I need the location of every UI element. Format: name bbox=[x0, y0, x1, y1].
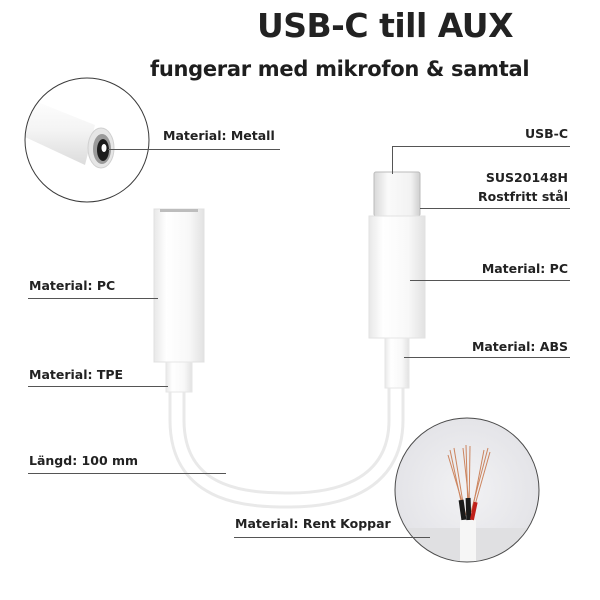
label-usbc-steel-desc: Rostfritt stål bbox=[478, 189, 568, 204]
leader-line-usbc-body bbox=[410, 280, 570, 281]
page-subtitle: fungerar med mikrofon & samtal bbox=[150, 57, 530, 81]
label-usbc-steel-code: SUS20148H bbox=[485, 170, 568, 185]
label-copper: Material: Rent Koppar bbox=[235, 516, 391, 531]
leader-line-length bbox=[28, 473, 226, 474]
label-usb-c: USB-C bbox=[524, 126, 568, 141]
leader-line-jack-metal bbox=[108, 149, 280, 150]
label-usbc-strain-relief: Material: ABS bbox=[471, 339, 568, 354]
label-length: Längd: 100 mm bbox=[29, 453, 139, 468]
leader-line-jack-strain-relief bbox=[28, 386, 168, 387]
audio-jack-body bbox=[153, 208, 205, 393]
label-jack-body: Material: PC bbox=[29, 278, 116, 293]
cable bbox=[168, 376, 405, 509]
copper-wire-detail-circle bbox=[394, 417, 540, 563]
leader-line-jack-body bbox=[28, 298, 158, 299]
leader-line-copper bbox=[234, 537, 430, 538]
label-jack-metal: Material: Metall bbox=[163, 128, 275, 143]
label-usbc-body: Material: PC bbox=[481, 261, 568, 276]
leader-line-usbc-steel bbox=[420, 208, 570, 209]
leader-line-usb-c-vertical bbox=[392, 146, 393, 174]
leader-line-usbc-strain-relief bbox=[404, 357, 570, 358]
jack-detail-circle bbox=[24, 77, 150, 203]
page-title: USB-C till AUX bbox=[256, 6, 514, 45]
leader-line-usb-c bbox=[392, 146, 570, 147]
usb-c-connector bbox=[368, 171, 426, 389]
label-jack-strain-relief: Material: TPE bbox=[29, 367, 124, 382]
